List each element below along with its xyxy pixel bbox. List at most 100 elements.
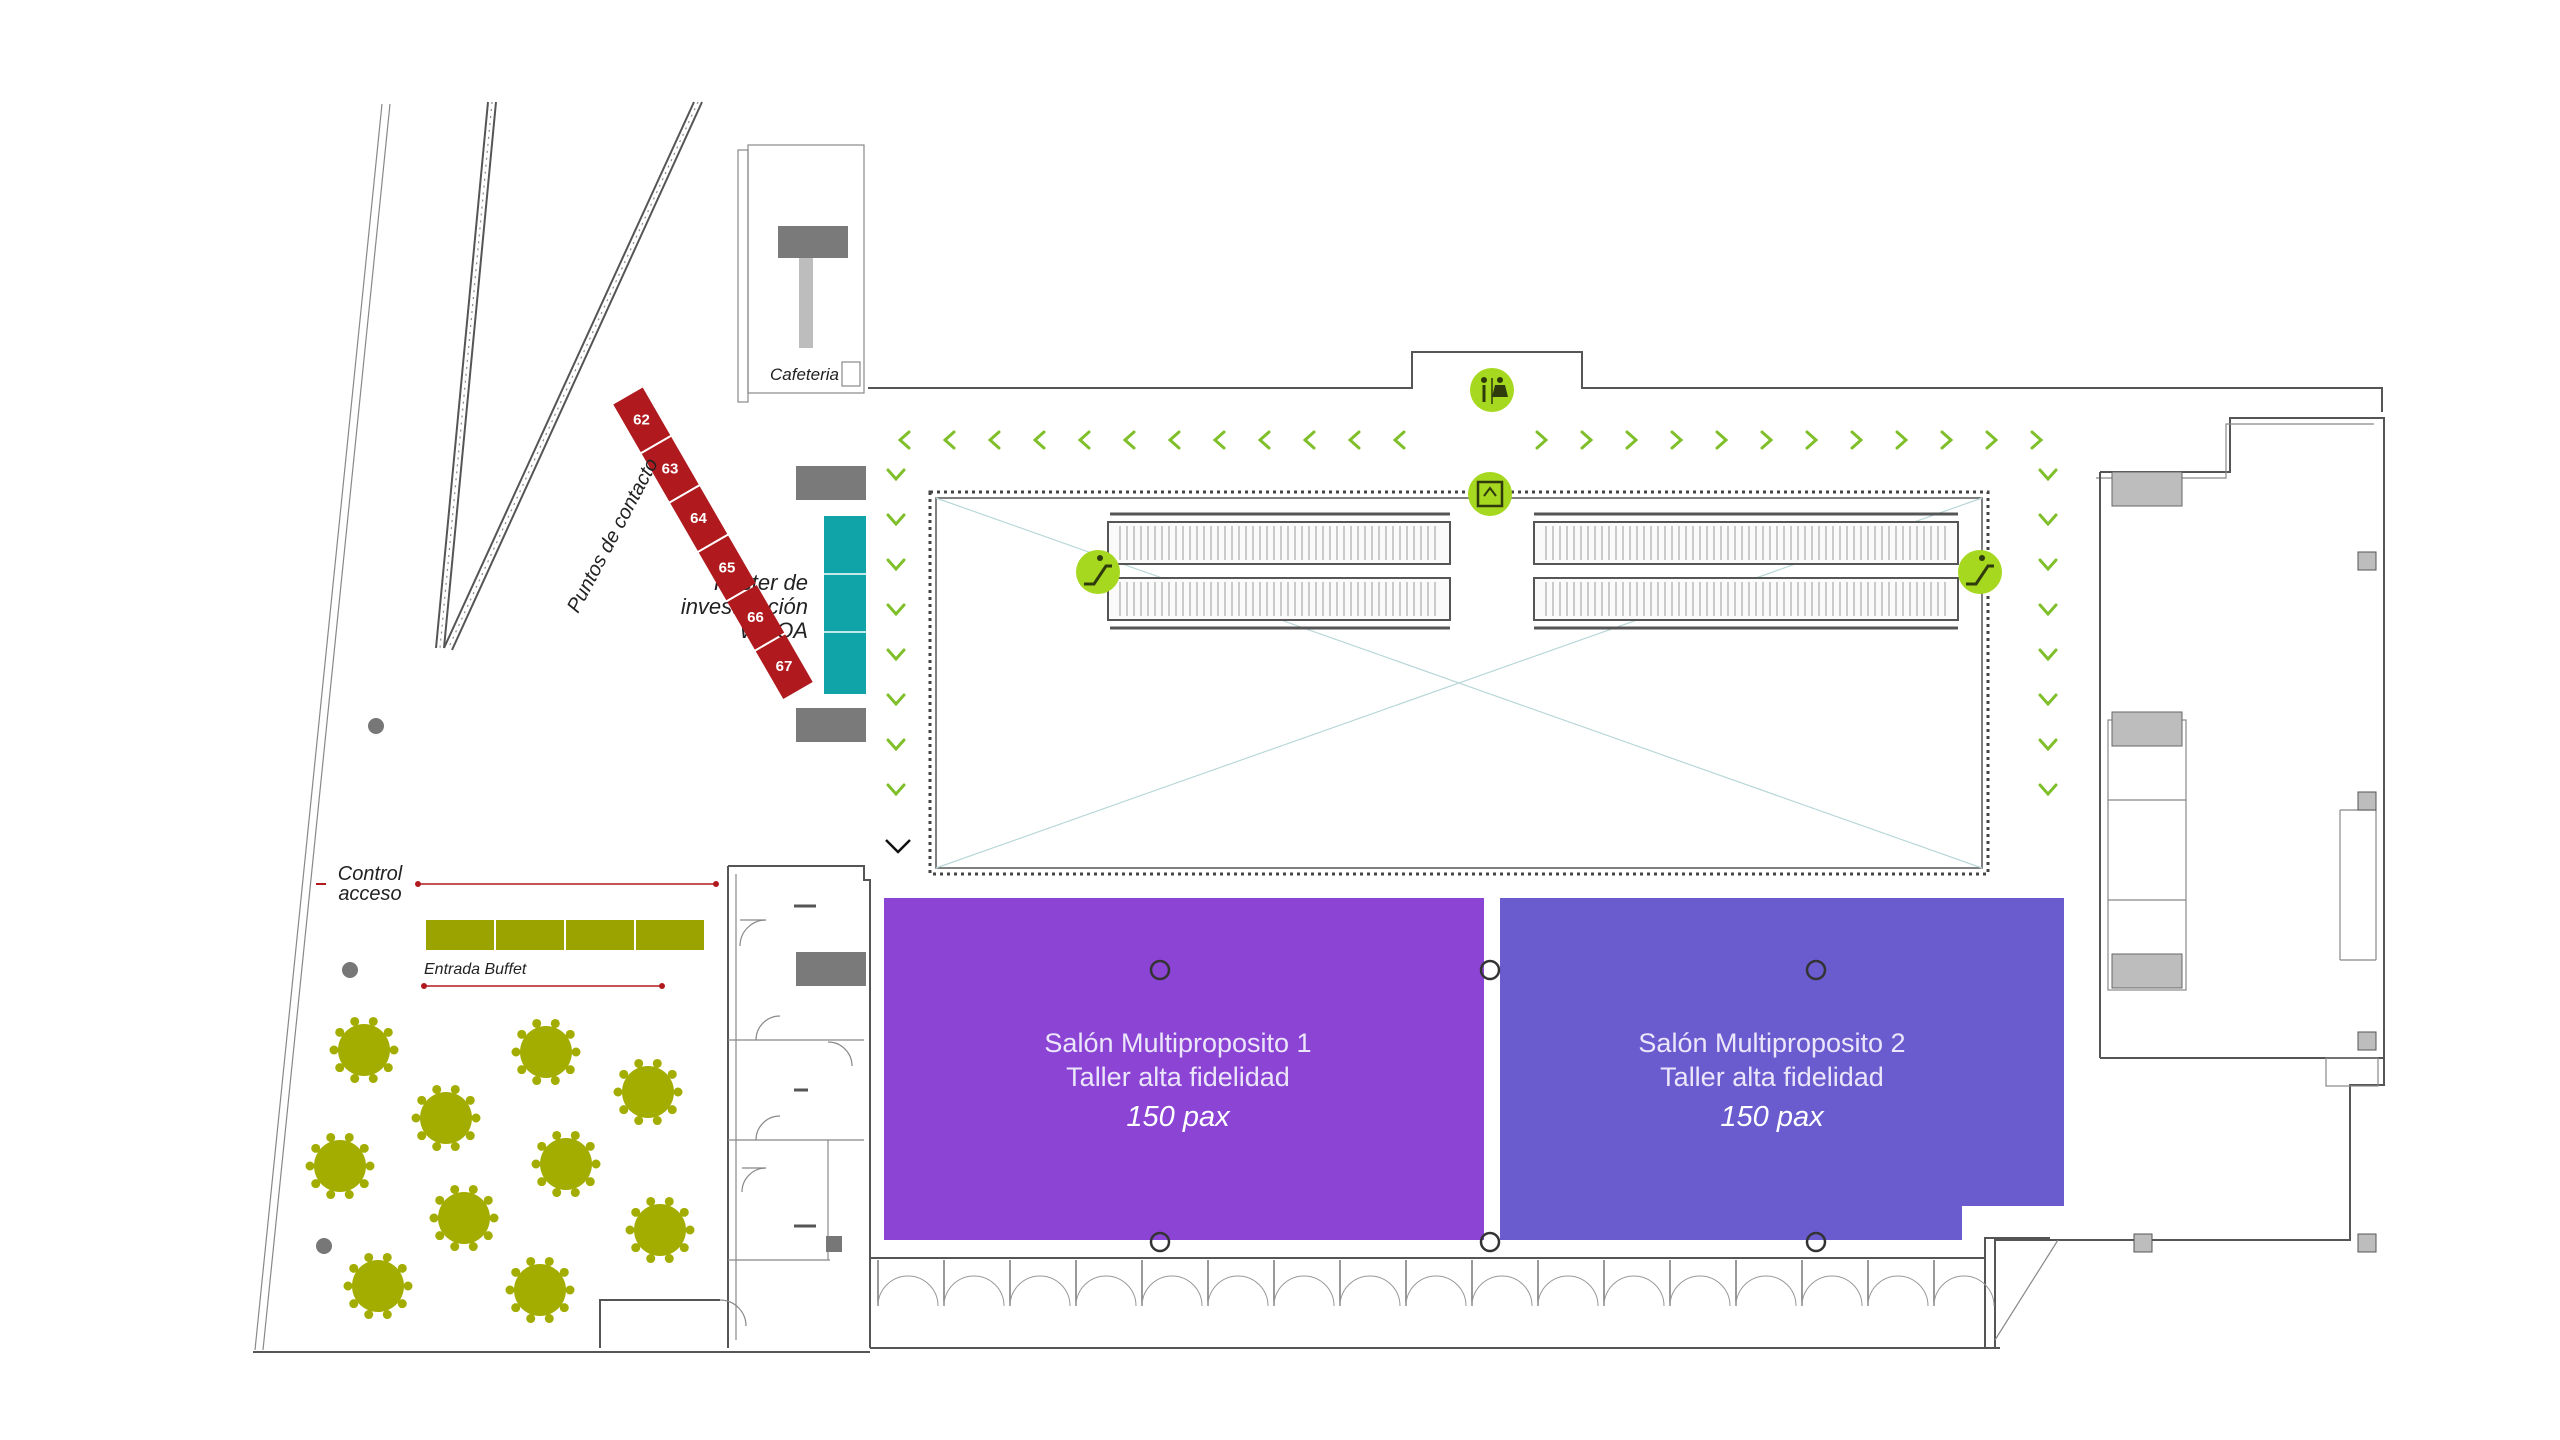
restroom-icon [1470,368,1514,412]
arrow-icon [942,430,956,450]
arrow-icon [886,468,906,482]
buffet-counters [426,920,704,950]
poster-panels [824,516,866,694]
arrow-icon [2038,513,2058,527]
room-2-capacity: 150 pax [1720,1101,1825,1133]
arrow-icon [2038,738,2058,752]
round-table [511,1018,581,1086]
arrow-icon [886,513,906,527]
arrow-icon [1535,430,1549,450]
round-table [305,1132,375,1200]
arrow-icon [897,430,911,450]
cafeteria: Cafeteria [737,144,865,403]
corridor-doors [877,1260,1995,1307]
booth-number: 65 [719,559,736,576]
gray-block [796,708,866,742]
gray-block [2111,953,2183,989]
round-table [411,1084,481,1152]
arrow-icon [1032,430,1046,450]
room-1-subtitle: Taller alta fidelidad [1066,1062,1290,1092]
arrow-icon [2038,693,2058,707]
arrow-icon [1940,430,1954,450]
cafeteria-counter [778,226,848,258]
chevron-down-icon [885,839,911,854]
room-1-capacity: 150 pax [1126,1101,1231,1133]
buffet-counter [566,920,634,950]
round-table [531,1130,601,1198]
arrow-icon [886,648,906,662]
arrow-icon [2038,783,2058,797]
buffet-label: Entrada Buffet [424,961,527,978]
arrow-icon [1850,430,1864,450]
arrow-icon [1347,430,1361,450]
arrow-icon [886,693,906,707]
room-2-title: Salón Multiproposito 2 [1638,1028,1905,1058]
access-ramps [435,101,703,651]
arrow-icon [2038,558,2058,572]
dining-tables [305,1016,695,1324]
escalator-icon [1958,550,2002,594]
arrow-icon [1985,430,1999,450]
escalators-right [1533,512,1959,630]
booth-number: 62 [633,411,650,428]
escalator-steps [1119,526,1946,616]
contact-booths: 62 63 64 65 66 67 [613,387,813,699]
arrow-icon [1580,430,1594,450]
room-1[interactable] [884,898,1484,1240]
round-table [429,1184,499,1252]
buffet-counter [426,920,494,950]
gray-block [2111,711,2183,747]
booth-number: 66 [747,609,764,626]
booths-label: Puntos de contacto [563,455,663,617]
arrow-icon [1760,430,1774,450]
arrow-icon [2038,648,2058,662]
booth: 62 [613,387,671,453]
arrow-icon [1212,430,1226,450]
restroom-block [599,865,871,1348]
buffet-counter [496,920,564,950]
round-table [505,1256,575,1324]
booth-number: 63 [662,461,679,478]
gray-block [2111,471,2183,507]
round-table [613,1058,683,1126]
room-2-subtitle: Taller alta fidelidad [1660,1062,1884,1092]
escalators-left [1107,512,1451,630]
arrow-icon [2038,468,2058,482]
booth: 64 [670,486,728,551]
buffet-entrance: Entrada Buffet [421,961,665,989]
escalator-icon [1076,550,1120,594]
arrow-icon [1122,430,1136,450]
control-label-line1: Control [338,863,403,885]
arrow-icon [886,558,906,572]
arrow-icon [1670,430,1684,450]
arrow-icon [886,738,906,752]
elevator-icon [1468,472,1512,516]
booth-number: 67 [776,658,793,675]
room-columns [1149,959,1827,1253]
booth-number: 64 [690,510,707,527]
round-table [625,1196,695,1264]
buffet-counter [636,920,704,950]
booth: 65 [698,535,756,601]
arrow-icon [1392,430,1406,450]
access-control: Control acceso [316,863,719,905]
arrow-icon [886,783,906,797]
arrow-icon [1715,430,1729,450]
booth: 66 [727,584,785,650]
arrow-icon [1257,430,1271,450]
arrow-icon [987,430,1001,450]
gray-block [796,466,866,500]
booth: 63 [641,436,699,502]
room-2[interactable] [1500,898,2064,1240]
arrow-icon [1625,430,1639,450]
arrow-icon [1077,430,1091,450]
booth: 67 [755,634,813,699]
arrow-icon [1302,430,1316,450]
cafeteria-bar [799,258,813,348]
arrow-icon [2030,430,2044,450]
wayfinding-arrows [886,430,2058,797]
arrow-icon [1167,430,1181,450]
round-table [343,1252,413,1320]
round-table [329,1016,399,1084]
